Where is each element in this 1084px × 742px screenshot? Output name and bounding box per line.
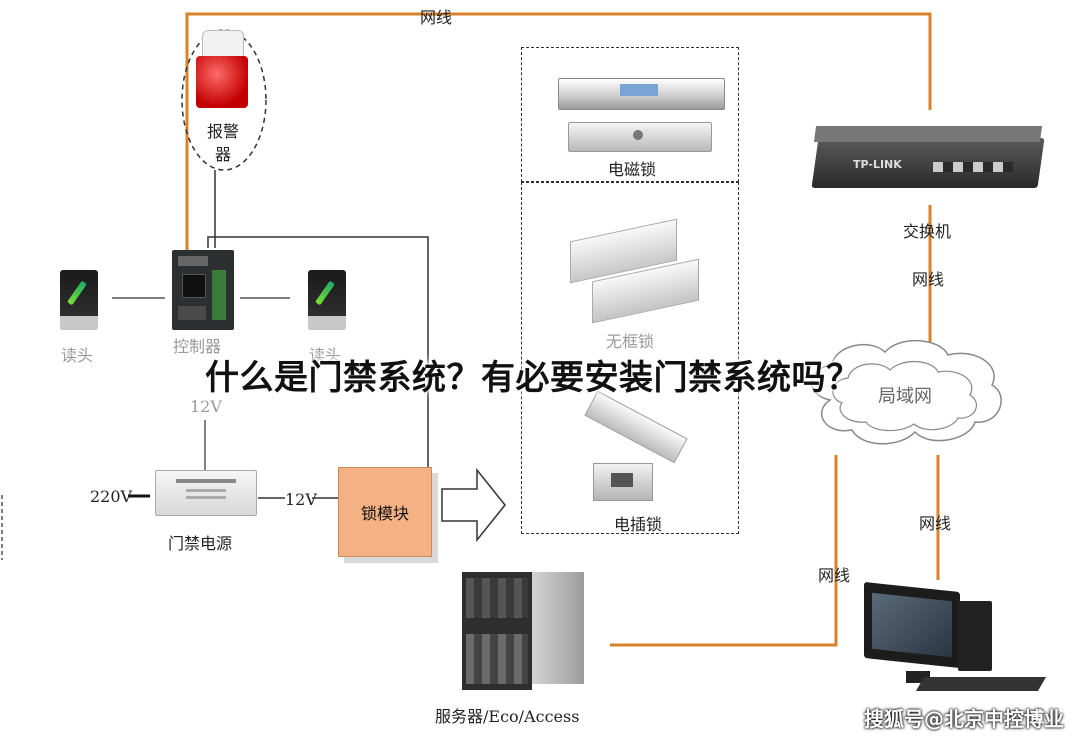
controller-lock-wire [207,236,429,470]
arrow-to-locks [441,467,506,543]
lock-module-box: 锁模块 [338,467,432,557]
frameless-bolt-lock-group [521,182,739,534]
controller-label: 控制器 [173,337,222,356]
lock-module-label: 锁模块 [360,504,409,523]
network-label-top: 网线 [420,8,453,27]
alarm-siren-icon [196,30,250,112]
watermark: 搜狐号@北京中控博业 [864,707,1064,731]
network-label-right: 网线 [919,514,952,533]
lan-label: 局域网 [878,386,932,407]
maglock-label: 电磁锁 [608,160,657,179]
maglock-icon [558,78,725,153]
alarm-label-line1: 报警 [207,122,240,141]
network-label-pc: 网线 [818,566,851,585]
bolt-lock-icon [584,390,690,505]
power-supply-label: 门禁电源 [168,534,233,553]
switch-label: 交换机 [903,222,952,241]
controller-board-icon [172,250,234,330]
bolt-lock-label: 电插锁 [614,515,663,534]
power-supply-icon [155,470,257,516]
card-reader-left-icon [60,270,98,330]
switch-brand-label: TP-LINK [853,158,902,171]
voltage-12v-top-label: 12V [190,397,222,416]
server-label: 服务器/Eco/Access [435,707,580,726]
frameless-lock-label: 无框锁 [606,332,655,351]
network-line-lan-server [610,455,838,647]
article-title: 什么是门禁系统？有必要安装门禁系统吗？ [205,358,861,398]
lan-cloud [810,340,1002,445]
network-switch-icon: TP-LINK [811,120,1045,198]
voltage-12v-mid-label: 12V [285,490,317,509]
server-icon [462,572,584,692]
voltage-220v-label: 220V [90,487,133,506]
card-reader-right-icon [308,270,346,330]
network-label-switch: 网线 [912,270,945,289]
reader-left-label: 读头 [61,346,94,365]
desktop-computer-icon [860,581,1048,705]
reader-right-label: 读头 [309,346,342,365]
alarm-label-line2: 器 [215,145,232,164]
frameless-lock-icon [570,218,699,324]
maglock-group [521,47,739,182]
